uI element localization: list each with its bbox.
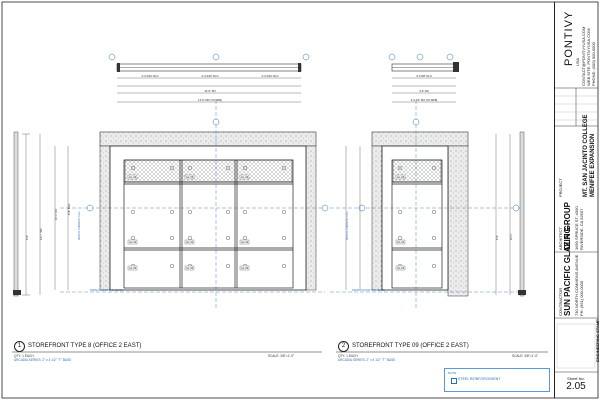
svg-text:FINISH FLOOR (T.O. SLAB): FINISH FLOOR (T.O. SLAB) xyxy=(90,288,123,292)
project-sub: MENIFEE EXPANSION xyxy=(590,133,596,197)
svg-text:GL-02: GL-02 xyxy=(186,240,194,244)
caption-2-number: 2 xyxy=(338,341,349,352)
svg-text:10'-1" RO: 10'-1" RO xyxy=(54,209,58,220)
sheet-number-block: Sheet No. 2.05 xyxy=(556,376,596,392)
svg-text:14'-0" MO (TO MFB): 14'-0" MO (TO MFB) xyxy=(198,98,222,102)
caption-2-title: STOREFRONT TYPE 09 (OFFICE 2 EAST) xyxy=(352,343,469,349)
svg-text:4'-0 5/8" DLO: 4'-0 5/8" DLO xyxy=(416,74,432,78)
svg-text:GL-03: GL-03 xyxy=(186,266,194,270)
svg-text:MATCH CURRENT CLG: MATCH CURRENT CLG xyxy=(77,212,81,240)
caption-1-qty: QTY: 1 EACH xyxy=(14,354,34,358)
company-logo: PONTIVY xyxy=(563,10,575,66)
svg-text:9'-8" DLO: 9'-8" DLO xyxy=(67,204,71,215)
svg-text:4'-3 9/16" DLO: 4'-3 9/16" DLO xyxy=(262,74,279,78)
svg-text:MATCH CURRENT CLG: MATCH CURRENT CLG xyxy=(345,212,349,240)
sheet-number: 2.05 xyxy=(566,381,586,392)
svg-text:10'-1": 10'-1" xyxy=(509,233,513,240)
engineering-stamp-label: ENGINEERING STAMP xyxy=(595,319,600,362)
svg-text:FINISH FLOOR (T.O. SLAB): FINISH FLOOR (T.O. SLAB) xyxy=(352,288,385,292)
svg-text:9'-9": 9'-9" xyxy=(25,235,29,240)
svg-text:GL-02: GL-02 xyxy=(129,240,137,244)
architect-city: RIVERSIDE, CA 92507 xyxy=(579,208,584,250)
project-name: MT. SAN JACINTO COLLEGE xyxy=(583,114,589,197)
note-checkbox xyxy=(451,378,457,384)
svg-text:GL-03: GL-03 xyxy=(186,175,194,179)
contractor-phone: PH: (951) 000-0000 xyxy=(579,280,584,316)
caption-1-title: STOREFRONT TYPE 8 (OFFICE 2 EAST) xyxy=(28,343,142,349)
svg-text:GL-02: GL-02 xyxy=(241,240,249,244)
caption-1-series: ARCADIA SERIES: 2" x 4 1/2" "T" BASE xyxy=(14,358,72,362)
note-title: NOTE xyxy=(448,371,457,375)
caption-2-qty: QTY: 1 EACH xyxy=(338,354,358,358)
caption-1-number: 1 xyxy=(14,341,25,352)
project-label: PROJECT xyxy=(558,178,563,197)
svg-text:GL-03: GL-03 xyxy=(397,175,405,179)
svg-text:GL-03: GL-03 xyxy=(129,266,137,270)
svg-text:4'-3 9/16" DLO: 4'-3 9/16" DLO xyxy=(202,74,219,78)
svg-text:GL-03: GL-03 xyxy=(241,266,249,270)
svg-text:4'-6" RO: 4'-6" RO xyxy=(419,89,429,93)
contractor-name: SUN PACIFIC GLAZING xyxy=(563,227,572,316)
elevation-1: 4'-3 9/16" DLO 4'-3 9/16" DLO 4'-3 9/16"… xyxy=(13,53,329,310)
svg-text:9'-9": 9'-9" xyxy=(495,235,499,240)
svg-text:14'-0" RO: 14'-0" RO xyxy=(204,89,215,93)
svg-text:4'-6 1/4" MO (TO MFB): 4'-6 1/4" MO (TO MFB) xyxy=(411,98,438,102)
caption-2-scale: SCALE: 3/8"=1'-0" xyxy=(512,354,538,358)
company-phone: PHONE: (000) 000-0000 xyxy=(591,42,596,86)
sheet-number-label: Sheet No. xyxy=(567,376,585,381)
note-text: STEEL REINFORCEMENT xyxy=(458,377,501,381)
svg-text:GL-03: GL-03 xyxy=(397,266,405,270)
caption-2-series: ARCADIA SERIES: 2" x 4 1/2" "T" BASE xyxy=(338,358,396,362)
elevation-2: 4'-0 5/8" DLO 4'-6" RO 4'-6 1/4" MO (TO … xyxy=(330,53,526,310)
svg-text:14'-7" MO: 14'-7" MO xyxy=(39,228,43,240)
caption-1-scale: SCALE: 3/8"=1'-0" xyxy=(268,354,294,358)
svg-text:GL-03: GL-03 xyxy=(241,175,249,179)
svg-text:GL-02: GL-02 xyxy=(397,240,405,244)
svg-text:4'-3 9/16" DLO: 4'-3 9/16" DLO xyxy=(142,74,159,78)
svg-text:GL-03: GL-03 xyxy=(129,175,137,179)
title-block: PONTIVY USA CONTACT@PONTIVYUSA.COM WEB S… xyxy=(554,2,600,398)
company-logo-suffix: USA xyxy=(575,57,580,66)
note-box: NOTE STEEL REINFORCEMENT xyxy=(444,368,550,392)
